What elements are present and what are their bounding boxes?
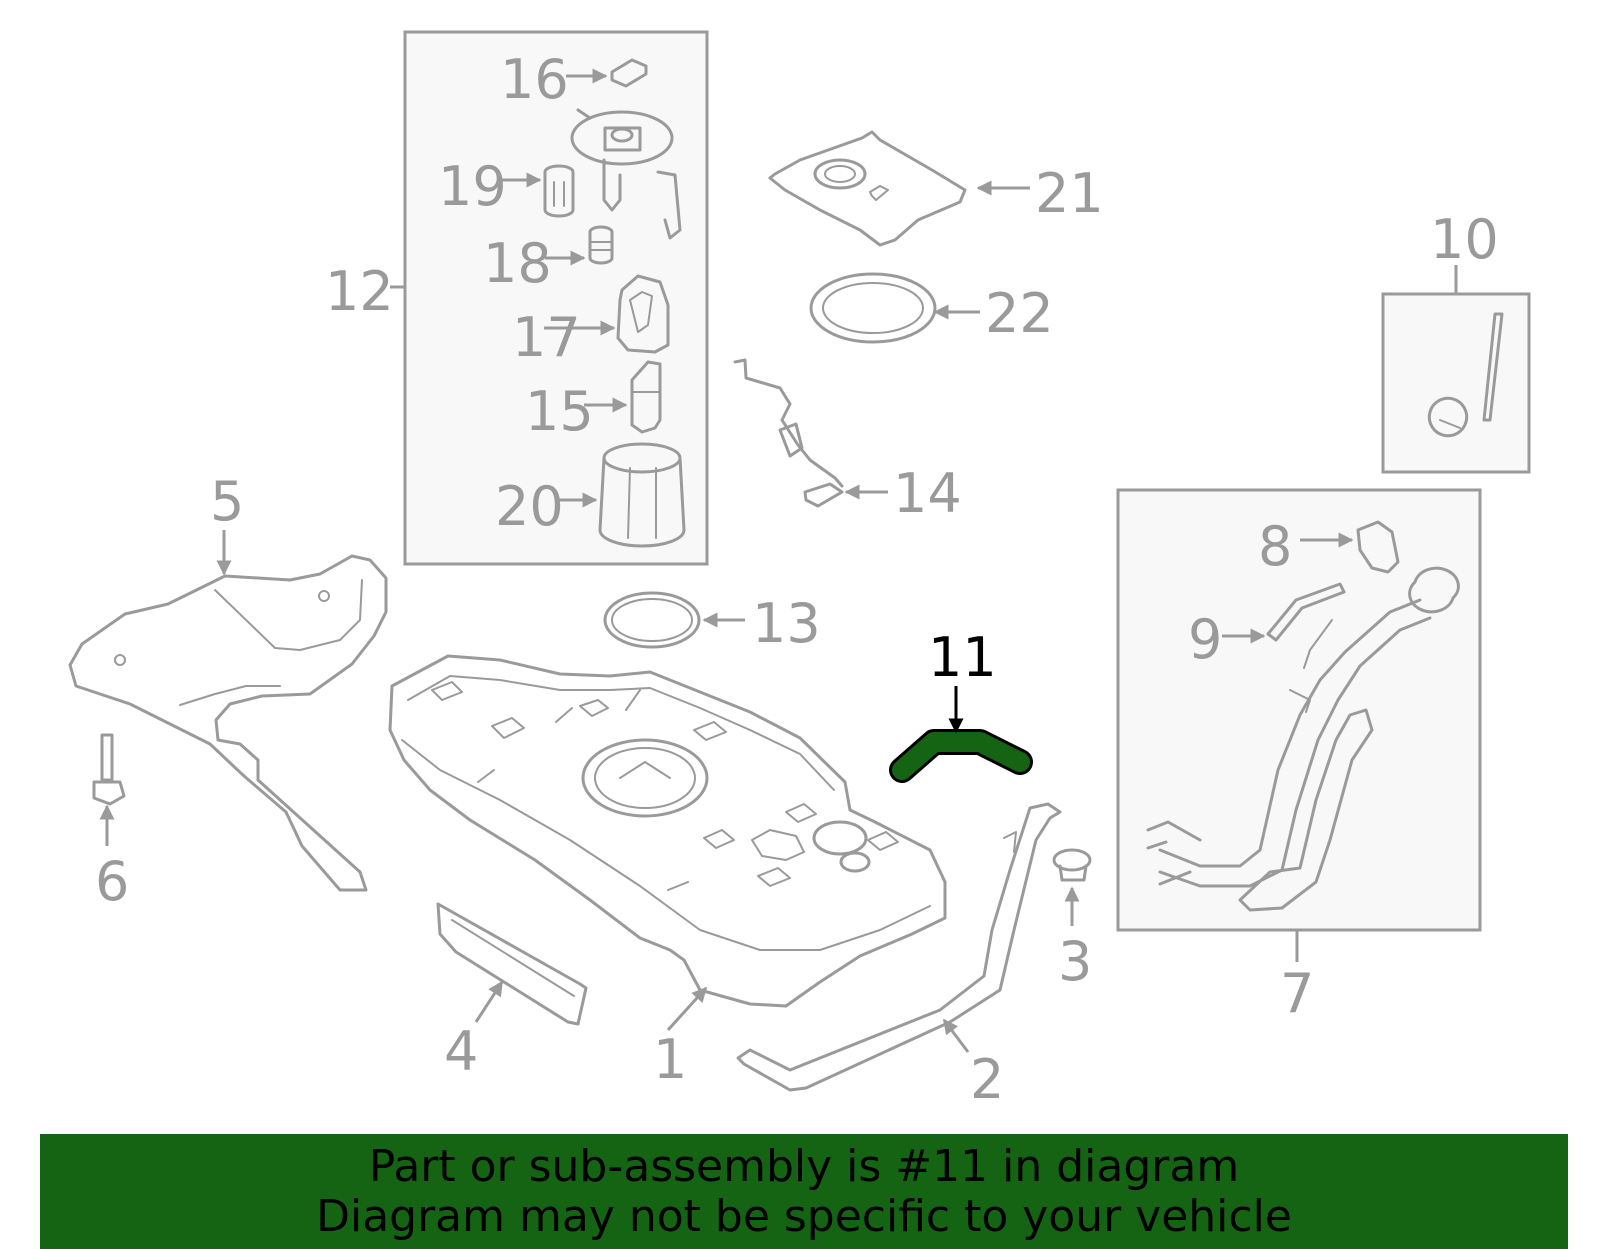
label-9: 9 <box>1188 608 1222 671</box>
part-5-heat-shield[interactable] <box>68 530 388 892</box>
part-22-gasket[interactable] <box>809 272 980 344</box>
part-20-reservoir[interactable] <box>555 442 686 548</box>
part-3-nut[interactable] <box>1052 848 1092 926</box>
part-10-box[interactable] <box>1381 265 1531 474</box>
part-21-cover-plate[interactable] <box>768 130 1030 247</box>
label-21: 21 <box>1035 162 1104 225</box>
label-11: 11 <box>928 626 997 689</box>
label-15: 15 <box>525 380 594 443</box>
part-13-gasket[interactable] <box>603 591 745 649</box>
label-13: 13 <box>752 592 821 655</box>
part-15-pump[interactable] <box>584 360 662 434</box>
part-2-strap[interactable] <box>736 802 1062 1092</box>
label-7: 7 <box>1280 962 1314 1025</box>
label-6: 6 <box>95 850 129 913</box>
info-banner: Part or sub-assembly is #11 in diagram D… <box>40 1134 1568 1249</box>
part-17-bracket[interactable] <box>544 274 670 354</box>
label-4: 4 <box>444 1020 478 1083</box>
label-20: 20 <box>495 475 564 538</box>
part-19-filter[interactable] <box>502 164 575 218</box>
part-16-connector[interactable] <box>566 58 648 88</box>
label-17: 17 <box>512 306 581 369</box>
part-6-bolt[interactable] <box>92 733 126 846</box>
banner-line-2: Diagram may not be specific to your vehi… <box>316 1191 1292 1242</box>
label-16: 16 <box>500 48 569 111</box>
label-14: 14 <box>893 462 962 525</box>
label-22: 22 <box>985 282 1054 345</box>
label-8: 8 <box>1258 515 1292 578</box>
label-18: 18 <box>483 232 552 295</box>
label-3: 3 <box>1058 930 1092 993</box>
part-8-clip[interactable] <box>1300 520 1400 574</box>
part-18-spring[interactable] <box>545 225 614 266</box>
label-2: 2 <box>970 1048 1004 1111</box>
part-14-sender[interactable] <box>733 358 888 508</box>
part-9-hose[interactable] <box>1222 582 1346 644</box>
label-10: 10 <box>1430 208 1499 271</box>
label-19: 19 <box>438 155 507 218</box>
filler-neck[interactable] <box>1146 566 1460 912</box>
banner-line-1: Part or sub-assembly is #11 in diagram <box>368 1141 1240 1192</box>
label-1: 1 <box>653 1028 687 1091</box>
part-7-box[interactable] <box>1116 488 1482 962</box>
pump-module[interactable] <box>570 108 682 240</box>
part-4-pad[interactable] <box>436 902 588 1026</box>
label-5: 5 <box>210 470 244 533</box>
part-11-hose-highlighted[interactable] <box>889 686 1033 783</box>
part-1-fuel-tank[interactable] <box>388 654 947 1032</box>
label-12: 12 <box>325 260 394 323</box>
